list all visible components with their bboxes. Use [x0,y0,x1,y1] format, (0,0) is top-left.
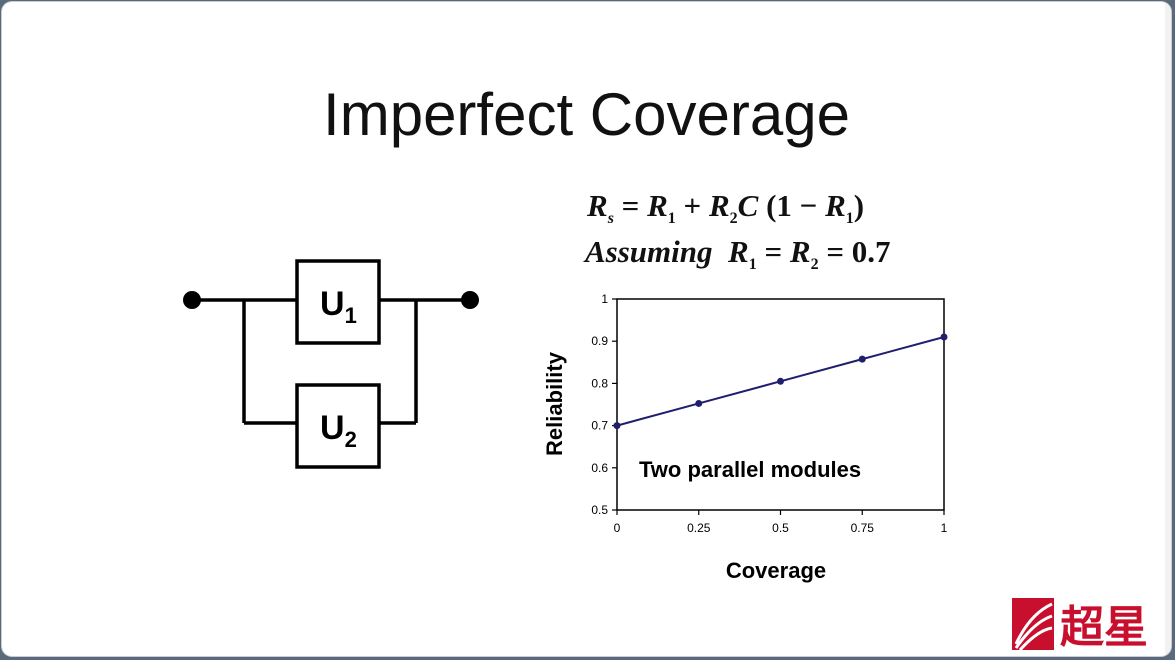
module-u1-label: U1 [320,285,357,328]
x-tick-label: 1 [941,521,948,535]
assumption-formula: Assuming R1 = R2 = 0.7 [585,234,891,274]
data-point [940,333,948,341]
slide-title: Imperfect Coverage [323,81,850,148]
y-tick-label: 0.7 [591,419,608,433]
y-tick-label: 1 [601,292,608,306]
x-tick-label: 0.75 [851,521,875,535]
chaoxing-logo: 超星 [1012,598,1148,652]
y-tick-label: 0.5 [591,503,608,517]
terminal-right [461,291,479,309]
y-axis-label: Reliability [542,351,567,456]
data-point [695,399,703,407]
data-point [613,422,621,430]
x-tick-label: 0 [614,521,621,535]
module-u2-box [295,383,381,469]
module-u2-label: U2 [320,409,357,452]
x-tick-label: 0.25 [687,521,711,535]
reliability-formula: Rs = R1 + R2C (1 − R1) [587,188,865,228]
logo-text: 超星 [1060,603,1148,652]
parallel-circuit-diagram: U1 U2 [183,259,479,469]
data-point [777,377,784,385]
data-point [858,355,866,363]
reliability-chart: 0.5 0.6 0.7 0.8 0.9 1 0 0.25 0.5 0.75 1 Two parall… [542,292,948,583]
x-axis-label: Coverage [726,558,826,583]
y-tick-label: 0.9 [591,334,608,348]
y-tick-label: 0.8 [591,376,608,390]
terminal-left [183,291,201,309]
chart-annotation: Two parallel modules [639,457,861,482]
x-tick-label: 0.5 [772,521,789,535]
scrollbar[interactable] [1165,2,1171,656]
module-u1-box [295,259,381,345]
y-tick-label: 0.6 [591,461,608,475]
